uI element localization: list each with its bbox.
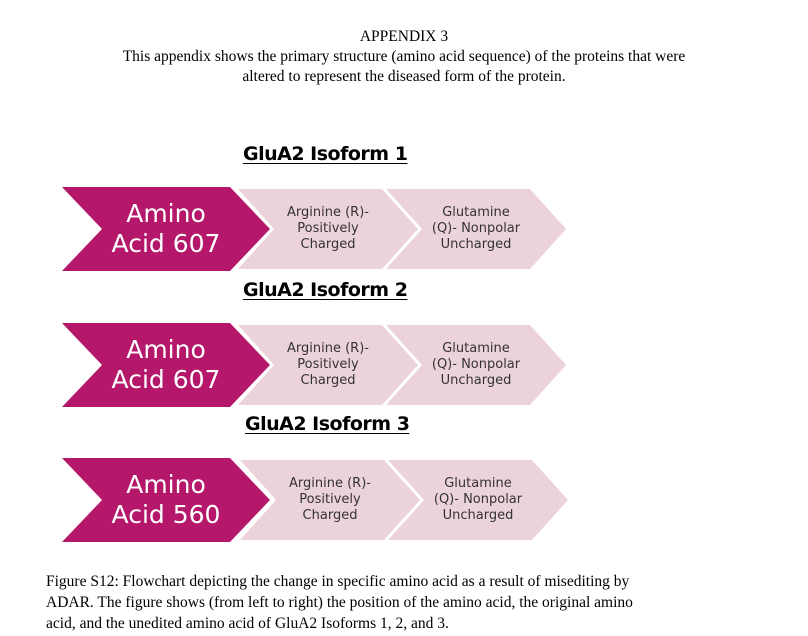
residue-line: Charged (302, 508, 358, 523)
appendix-description-line-1: This appendix shows the primary structur… (122, 48, 686, 65)
appendix-title: APPENDIX 3 (359, 28, 449, 45)
residue-line: Positively (297, 221, 359, 236)
isoform-3-position-chevron: Amino Acid 560 (62, 458, 270, 542)
residue-line: Positively (297, 357, 359, 372)
isoform-3-original-chevron: Arginine (R)- Positively Charged (240, 460, 420, 540)
residue-line: Arginine (R)- (287, 341, 369, 356)
position-line: Acid 560 (111, 500, 221, 529)
caption-line-3: acid, and the unedited amino acid of Glu… (46, 615, 449, 632)
position-line: Acid 607 (111, 229, 221, 258)
residue-line: Glutamine (442, 341, 510, 356)
residue-line: Glutamine (444, 476, 512, 491)
residue-line: Uncharged (440, 373, 512, 388)
residue-line: Charged (300, 373, 356, 388)
residue-line: Positively (299, 492, 361, 507)
isoform-1-position-chevron: Amino Acid 607 (62, 187, 270, 271)
position-line: Acid 607 (111, 365, 221, 394)
residue-line: Charged (300, 237, 356, 252)
residue-line: (Q)- Nonpolar (433, 492, 523, 507)
residue-line: Uncharged (442, 508, 514, 523)
isoform-1-original-chevron: Arginine (R)- Positively Charged (238, 189, 418, 269)
residue-line: Arginine (R)- (287, 205, 369, 220)
position-line: Amino (126, 335, 206, 364)
isoform-2-original-chevron: Arginine (R)- Positively Charged (238, 325, 418, 405)
appendix-description-line-2: altered to represent the diseased form o… (242, 68, 566, 85)
position-line: Amino (126, 199, 206, 228)
residue-line: Uncharged (440, 237, 512, 252)
isoform-1-unedited-chevron: Glutamine (Q)- Nonpolar Uncharged (386, 189, 566, 269)
caption-line-2: ADAR. The figure shows (from left to rig… (46, 594, 633, 611)
isoform-2-title: GluA2 Isoform 2 (243, 279, 408, 301)
residue-line: (Q)- Nonpolar (431, 357, 521, 372)
isoform-3-title: GluA2 Isoform 3 (245, 413, 410, 435)
isoform-2-position-chevron: Amino Acid 607 (62, 323, 270, 407)
figure-caption: Figure S12: Flowchart depicting the chan… (46, 571, 786, 634)
appendix-header: APPENDIX 3 This appendix shows the prima… (0, 27, 808, 87)
position-line: Amino (126, 470, 206, 499)
residue-line: Glutamine (442, 205, 510, 220)
residue-line: Arginine (R)- (289, 476, 371, 491)
residue-line: (Q)- Nonpolar (431, 221, 521, 236)
caption-line-1: Figure S12: Flowchart depicting the chan… (46, 573, 630, 590)
isoform-1-title: GluA2 Isoform 1 (243, 143, 408, 165)
isoform-2-unedited-chevron: Glutamine (Q)- Nonpolar Uncharged (386, 325, 566, 405)
isoform-3-unedited-chevron: Glutamine (Q)- Nonpolar Uncharged (388, 460, 568, 540)
